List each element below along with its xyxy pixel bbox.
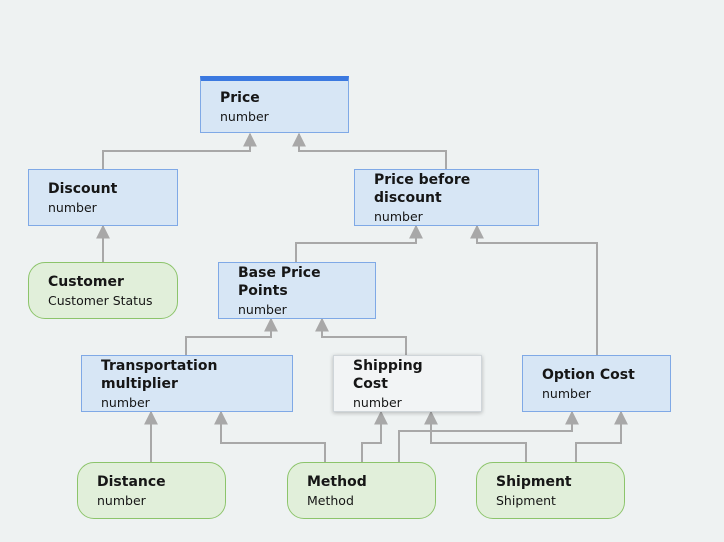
node-title: Customer bbox=[48, 273, 124, 290]
edge-transportation-multiplier-to-base-price-points bbox=[185, 317, 278, 355]
node-type: number bbox=[542, 385, 591, 401]
node-price[interactable]: Price number bbox=[200, 76, 349, 133]
node-method[interactable]: Method Method bbox=[287, 462, 436, 519]
node-title: Transportation multiplier bbox=[101, 357, 218, 392]
node-title: Base Price Points bbox=[238, 264, 321, 299]
node-type: number bbox=[220, 108, 269, 124]
node-type: Shipment bbox=[496, 492, 556, 508]
node-option-cost[interactable]: Option Cost number bbox=[522, 355, 671, 412]
node-title: Price before discount bbox=[374, 171, 471, 206]
node-base-price-points[interactable]: Base Price Points number bbox=[218, 262, 376, 319]
edge-discount-to-price bbox=[102, 132, 257, 169]
node-transportation-multiplier[interactable]: Transportation multiplier number bbox=[81, 355, 293, 412]
edge-shipping-cost-to-base-price-points bbox=[315, 317, 407, 355]
edge-shipment-to-shipping-cost bbox=[424, 410, 527, 462]
node-title: Option Cost bbox=[542, 366, 635, 383]
node-type: number bbox=[353, 394, 402, 410]
node-title: Method bbox=[307, 473, 367, 490]
edge-method-to-transportation-multiplier bbox=[214, 410, 326, 462]
edge-base-price-points-to-price-before-discount bbox=[295, 224, 423, 262]
node-type: number bbox=[374, 208, 423, 224]
edge-option-cost-to-price-before-discount bbox=[470, 224, 598, 355]
node-title: Price bbox=[220, 89, 260, 106]
node-customer[interactable]: Customer Customer Status bbox=[28, 262, 178, 319]
node-price-before-discount[interactable]: Price before discount number bbox=[354, 169, 539, 226]
node-title: Shipping Cost bbox=[353, 357, 423, 392]
node-title: Discount bbox=[48, 180, 118, 197]
node-type: Customer Status bbox=[48, 292, 153, 308]
node-type: number bbox=[48, 199, 97, 215]
node-shipment[interactable]: Shipment Shipment bbox=[476, 462, 625, 519]
node-title: Distance bbox=[97, 473, 166, 490]
node-type: number bbox=[97, 492, 146, 508]
node-discount[interactable]: Discount number bbox=[28, 169, 178, 226]
node-distance[interactable]: Distance number bbox=[77, 462, 226, 519]
node-type: number bbox=[238, 301, 287, 317]
node-type: Method bbox=[307, 492, 354, 508]
edge-method-to-shipping-cost bbox=[361, 410, 388, 462]
node-type: number bbox=[101, 394, 150, 410]
node-title: Shipment bbox=[496, 473, 572, 490]
node-shipping-cost[interactable]: Shipping Cost number bbox=[333, 355, 482, 412]
edge-price-before-discount-to-price bbox=[292, 132, 447, 169]
edge-shipment-to-option-cost bbox=[575, 410, 628, 462]
edge-method-to-option-cost bbox=[398, 410, 579, 462]
